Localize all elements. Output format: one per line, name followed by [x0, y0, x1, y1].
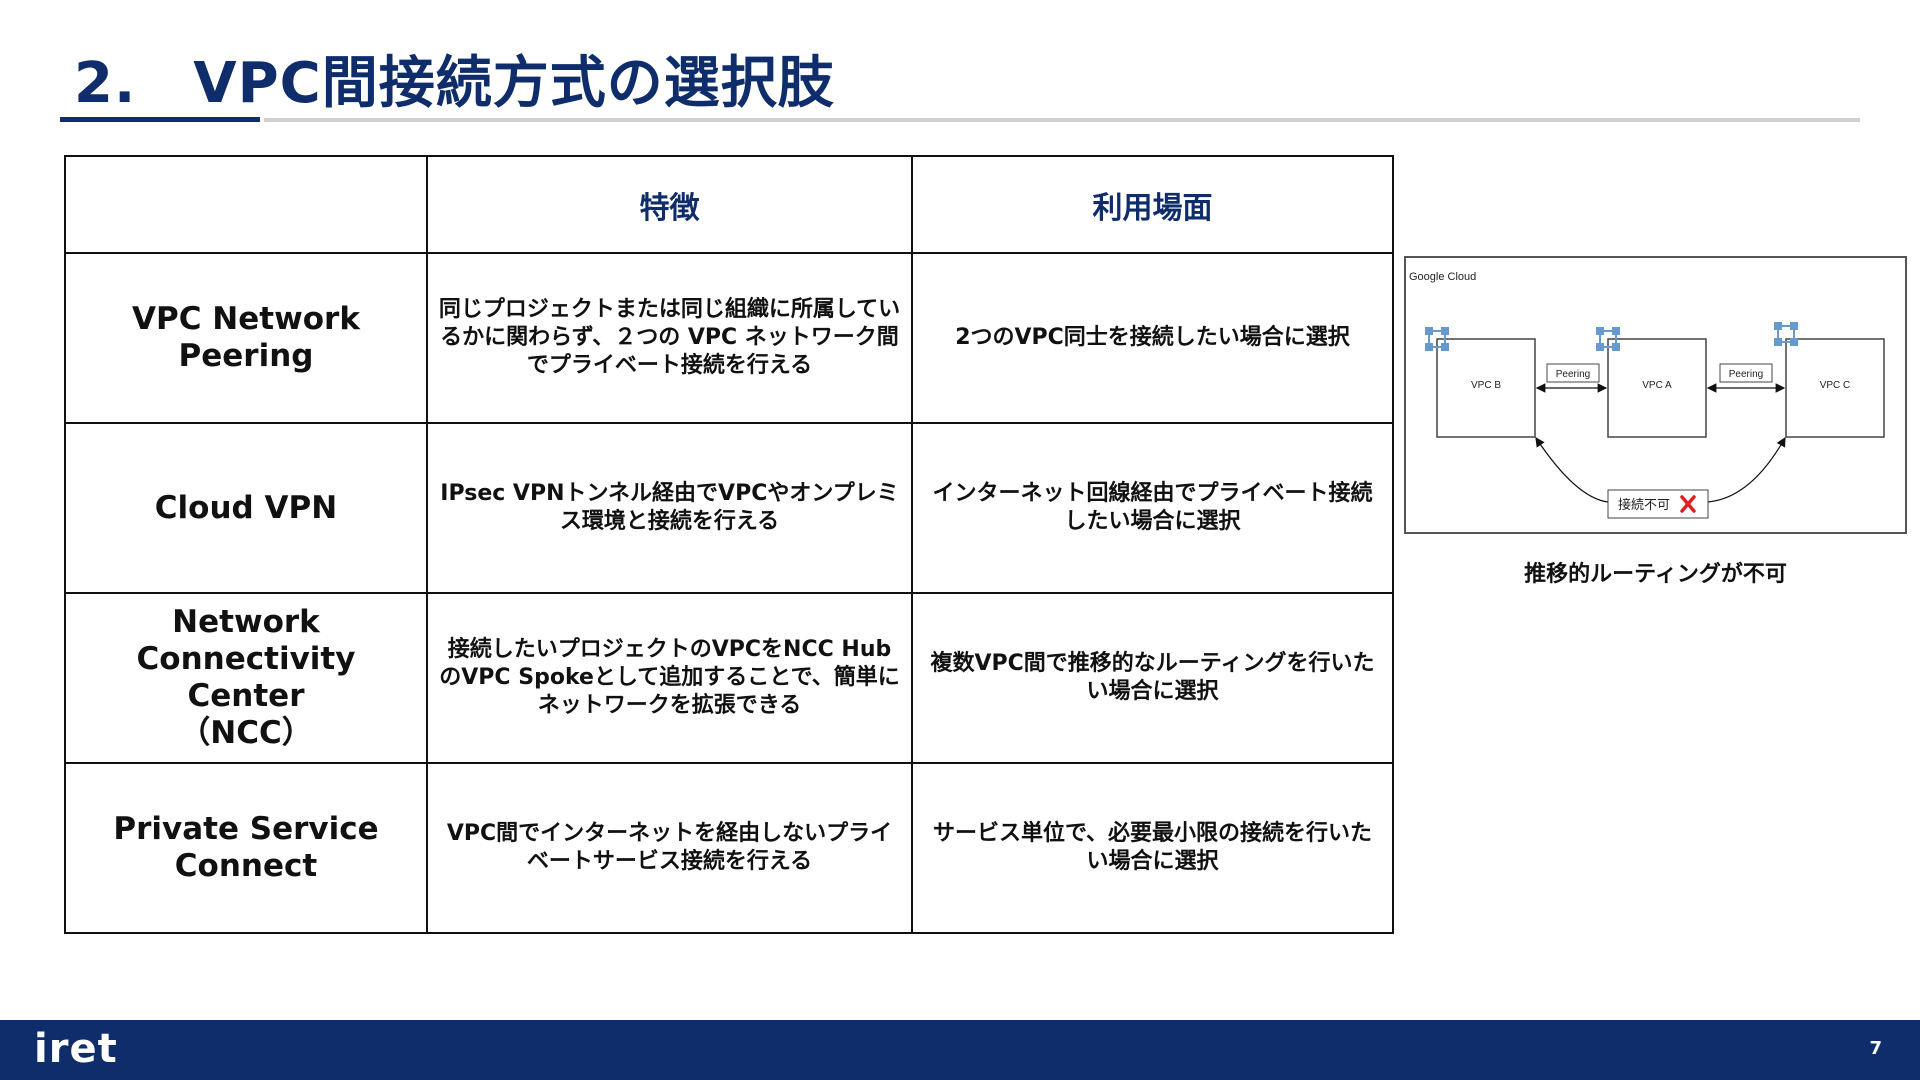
header-features: 特徴 [426, 155, 913, 254]
diagram-caption: 推移的ルーティングが不可 [1524, 562, 1787, 587]
row-usage: 複数VPC間で推移的なルーティングを行いたい場合に選択 [911, 592, 1394, 764]
table-row-vpc-peering: VPC Network Peering 同じプロジェクトまたは同じ組織に所属して… [64, 252, 1394, 424]
peering-left-box [1546, 363, 1600, 383]
row-usage: サービス単位で、必要最小限の接続を行いたい場合に選択 [911, 762, 1394, 934]
blocked-path-left [1535, 437, 1609, 503]
title-underline-accent [60, 117, 260, 122]
page-title: 2. VPC間接続方式の選択肢 [74, 51, 835, 116]
footer-bar: iret 7 [0, 1020, 1920, 1080]
table-row-psc: Private Service Connect VPC間でインターネットを経由し… [64, 762, 1394, 934]
vpc-b-icon [1425, 327, 1449, 351]
vpc-b-label: VPC B [1471, 380, 1501, 391]
title-underline [264, 118, 1860, 122]
peering-left-label: Peering [1556, 369, 1590, 380]
row-usage: インターネット回線経由でプライベート接続したい場合に選択 [911, 422, 1394, 594]
vpc-b-box [1436, 338, 1536, 438]
row-name: Private Service Connect [64, 762, 428, 934]
vpc-a-box [1607, 338, 1707, 438]
row-name: Network Connectivity Center （NCC） [64, 592, 428, 764]
row-usage: 2つのVPC同士を接続したい場合に選択 [911, 252, 1394, 424]
blocked-path-right [1707, 436, 1786, 503]
company-logo: iret [34, 1026, 118, 1072]
header-use-cases: 利用場面 [911, 155, 1394, 254]
blocked-label: 接続不可 [1618, 497, 1670, 513]
row-feature: 同じプロジェクトまたは同じ組織に所属しているかに関わらず、２つの VPC ネット… [426, 252, 913, 424]
row-name: Cloud VPN [64, 422, 428, 594]
table-row-ncc: Network Connectivity Center （NCC） 接続したいプ… [64, 592, 1394, 764]
peering-diagram-svg: Google Cloud VPC B VPC A VPC C [1409, 271, 1885, 519]
table-header-row: 特徴 利用場面 [64, 155, 1394, 254]
vpc-c-icon [1774, 322, 1798, 346]
cross-icon [1680, 495, 1696, 513]
cloud-label: Google Cloud [1409, 271, 1476, 283]
peering-diagram: Google Cloud VPC B VPC A VPC C [1404, 256, 1907, 534]
vpc-a-label: VPC A [1642, 380, 1672, 391]
peering-right-box [1719, 363, 1773, 383]
header-empty-cell [64, 155, 428, 254]
vpc-c-label: VPC C [1820, 380, 1851, 391]
row-name: VPC Network Peering [64, 252, 428, 424]
vpc-a-icon [1596, 327, 1620, 351]
page-number: 7 [1869, 1038, 1882, 1059]
comparison-table: 特徴 利用場面 VPC Network Peering 同じプロジェクトまたは同… [64, 155, 1394, 934]
vpc-c-box [1785, 338, 1885, 438]
row-feature: IPsec VPNトンネル経由でVPCやオンプレミス環境と接続を行える [426, 422, 913, 594]
row-feature: VPC間でインターネットを経由しないプライベートサービス接続を行える [426, 762, 913, 934]
row-feature: 接続したいプロジェクトのVPCをNCC HubのVPC Spokeとして追加する… [426, 592, 913, 764]
peering-right-label: Peering [1729, 369, 1763, 380]
blocked-box [1607, 489, 1709, 519]
table-row-cloud-vpn: Cloud VPN IPsec VPNトンネル経由でVPCやオンプレミス環境と接… [64, 422, 1394, 594]
